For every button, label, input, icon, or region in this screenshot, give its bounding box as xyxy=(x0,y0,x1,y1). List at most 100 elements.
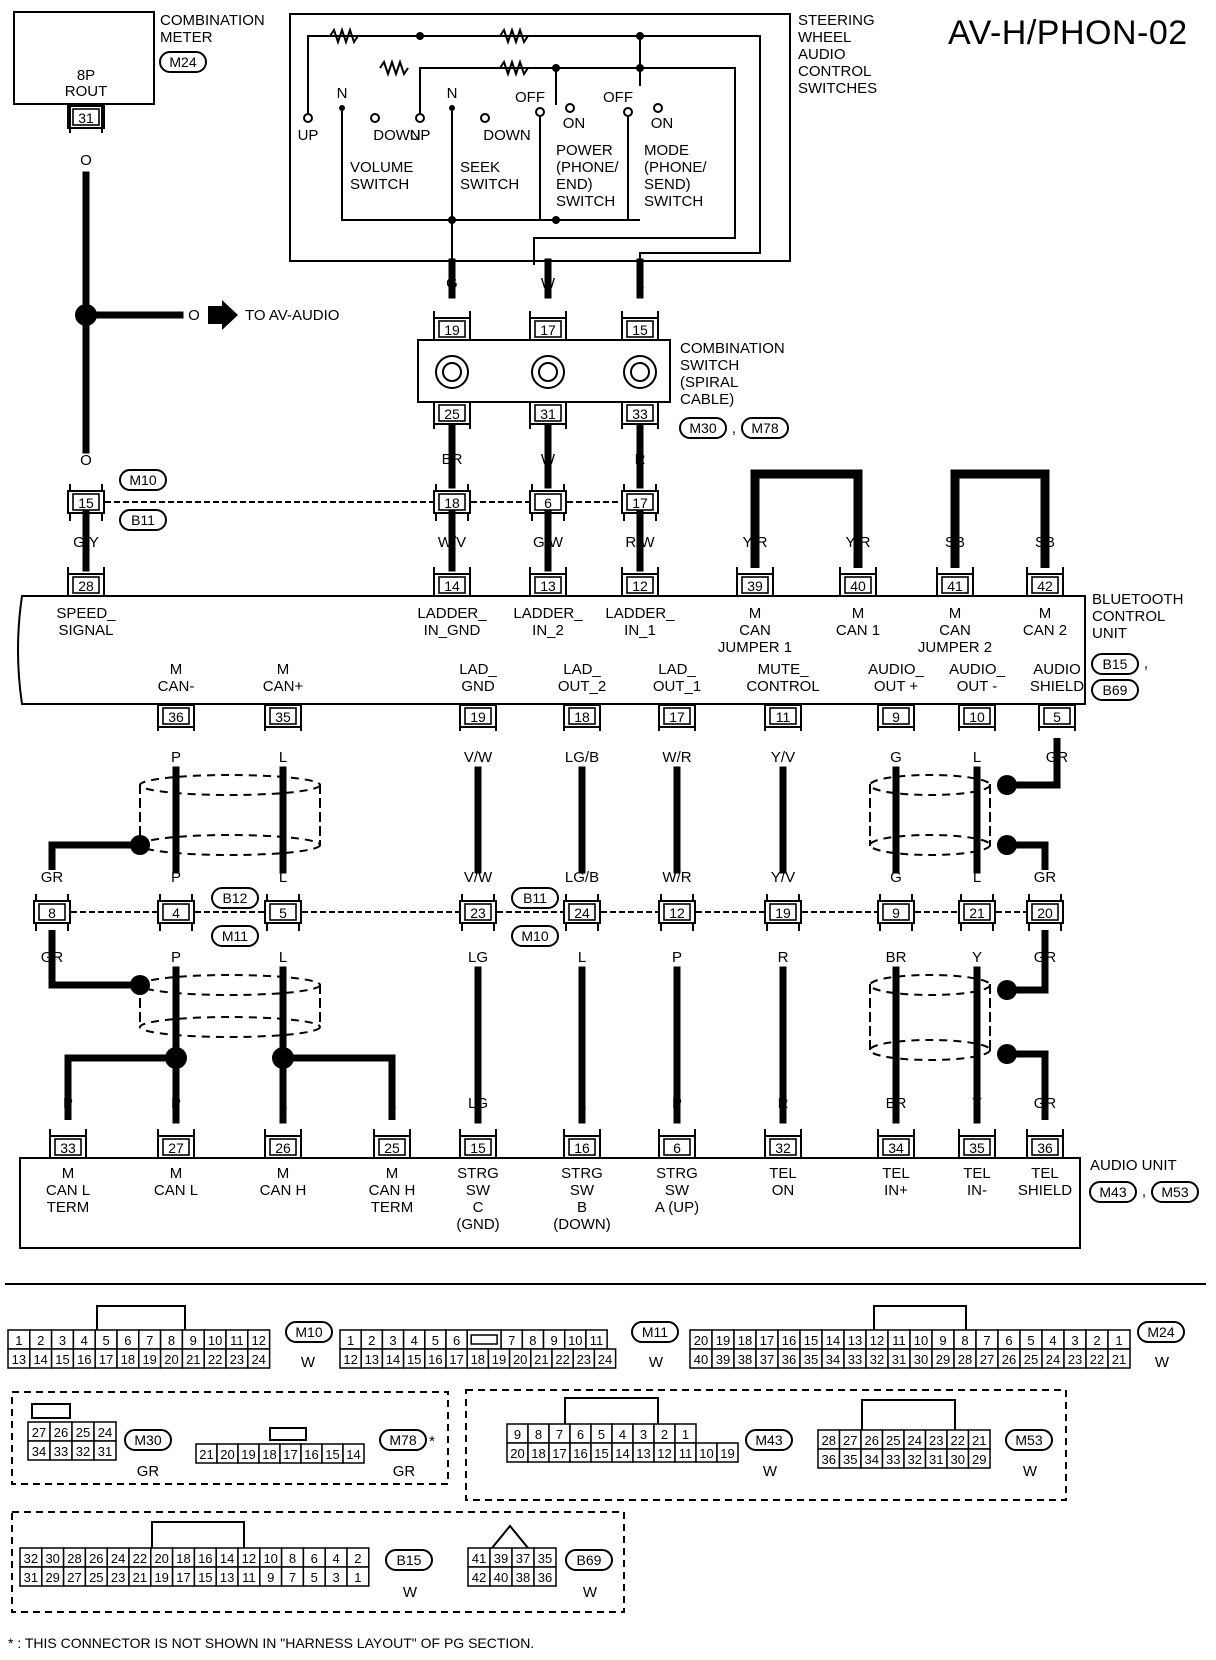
connector-id-text: M53 xyxy=(1015,1432,1042,1448)
audio-pin-name: SW xyxy=(466,1182,491,1199)
connector-cell-number: 22 xyxy=(208,1352,222,1367)
wire-color-label: L xyxy=(973,749,981,766)
wire-color-label: LG xyxy=(468,949,488,966)
audio-pin-name: TERM xyxy=(47,1199,90,1216)
connector-cell-number: 1 xyxy=(15,1333,22,1348)
switch-position-label: OFF xyxy=(603,89,633,106)
junction-pin-inner xyxy=(769,903,797,921)
bluetooth-unit-box xyxy=(17,595,1086,705)
pin-number: 18 xyxy=(574,709,590,725)
connector-cell-number: 28 xyxy=(958,1352,972,1367)
spiral-connector-id xyxy=(741,417,789,439)
connector-cell-number: 22 xyxy=(1090,1352,1104,1367)
connector-id xyxy=(1137,1321,1185,1343)
connector-cell-number: 42 xyxy=(472,1570,486,1585)
connector-cell-number: 14 xyxy=(220,1551,234,1566)
bluetooth-connector-id-text: B15 xyxy=(1103,656,1128,672)
pin-number: 12 xyxy=(632,578,648,594)
connector-cell-number: 13 xyxy=(220,1570,234,1585)
switch-contact xyxy=(565,103,575,113)
audio-pin-name: M xyxy=(386,1165,399,1182)
pin-number: 25 xyxy=(444,406,460,422)
audio-unit-label: AUDIO UNIT xyxy=(1090,1157,1177,1174)
connector-cell-number: 13 xyxy=(636,1446,650,1461)
junction-connector-id xyxy=(211,925,259,947)
connector-cell-number: 20 xyxy=(510,1446,524,1461)
connector-cell-number: 3 xyxy=(59,1333,66,1348)
pin-number: 13 xyxy=(540,578,556,594)
connector-cell-number: 19 xyxy=(492,1352,506,1367)
connector-cell-number: 19 xyxy=(720,1446,734,1461)
bluetooth-pin-name: AUDIO_ xyxy=(949,661,1006,678)
combination-switch-label: SWITCH xyxy=(680,357,739,374)
connector-cell-number: 36 xyxy=(538,1570,552,1585)
junction-pin-inner xyxy=(72,493,100,511)
audio-connector-id xyxy=(1089,1181,1137,1203)
pin-number: 36 xyxy=(168,709,184,725)
connector-cell-number: 6 xyxy=(453,1333,460,1348)
connector-cell-number: 14 xyxy=(826,1333,840,1348)
connector-cell xyxy=(1107,1348,1131,1369)
bluetooth-pin-name: CAN xyxy=(739,622,771,639)
audio-unit-pin-inner xyxy=(378,1138,406,1156)
junction-pin-inner xyxy=(38,903,66,921)
connector-cell-number: 32 xyxy=(908,1452,922,1467)
connector-cell-number: 17 xyxy=(176,1570,190,1585)
pin-number: 8 xyxy=(48,905,56,921)
combination-switch-label: (SPIRAL xyxy=(680,374,738,391)
connector-cell xyxy=(342,1443,365,1464)
meter-pin-name: ROUT xyxy=(65,83,108,100)
bluetooth-pin-name: AUDIO_ xyxy=(868,661,925,678)
wire-color-label: GR xyxy=(41,869,64,886)
bluetooth-pin-name: OUT + xyxy=(874,678,919,695)
wire-shield-drain xyxy=(1007,738,1061,789)
bluetooth-bottom-pin-inner xyxy=(162,707,190,725)
connector-cell-number: 20 xyxy=(154,1551,168,1566)
connector-cell-number: 28 xyxy=(822,1433,836,1448)
footnote-text: * : THIS CONNECTOR IS NOT SHOWN IN "HARN… xyxy=(8,1635,534,1651)
connector-color: W xyxy=(1155,1354,1170,1371)
wire-color-label: Y/V xyxy=(771,749,795,766)
pin-number: 6 xyxy=(673,1140,681,1156)
pin-number: 14 xyxy=(444,578,460,594)
wire-color-label: O xyxy=(80,152,92,169)
steering-switch-label: STEERING xyxy=(798,12,875,29)
audio-pin-name: TEL xyxy=(1031,1165,1059,1182)
connector-cell-number: 5 xyxy=(311,1570,318,1585)
connector-cell xyxy=(247,1348,271,1369)
connector-group-box xyxy=(11,1391,449,1485)
connector-cell-number: 38 xyxy=(516,1570,530,1585)
connector-cell-number: 18 xyxy=(121,1352,135,1367)
bluetooth-pin-name: OUT - xyxy=(957,678,998,695)
wire-color-label: R xyxy=(778,949,789,966)
connector-cell-number: 13 xyxy=(12,1352,26,1367)
bluetooth-pin-name: CAN xyxy=(939,622,971,639)
connector-cell-number: 1 xyxy=(347,1333,354,1348)
audio-unit-pin-inner xyxy=(54,1138,82,1156)
pin-number: 33 xyxy=(632,406,648,422)
connector-cell-number: 21 xyxy=(199,1447,213,1462)
connector-cell-number: 14 xyxy=(346,1447,360,1462)
connector-key xyxy=(470,1334,498,1345)
pin-number: 6 xyxy=(544,495,552,511)
audio-pin-name: B xyxy=(577,1199,587,1216)
connector-color: W xyxy=(649,1354,664,1371)
connector-id-text: B69 xyxy=(577,1552,602,1568)
connector-cell-number: 33 xyxy=(848,1352,862,1367)
connector-id xyxy=(1005,1429,1053,1451)
connector-cell-number: 19 xyxy=(154,1570,168,1585)
bluetooth-bottom-pin-inner xyxy=(464,707,492,725)
connector-cell-number: 8 xyxy=(535,1427,542,1442)
connector-cell-number: 36 xyxy=(782,1352,796,1367)
connector-cell-number: 29 xyxy=(936,1352,950,1367)
audio-pin-name: STRG xyxy=(457,1165,499,1182)
connector-cell-number: 15 xyxy=(325,1447,339,1462)
shield-ellipse xyxy=(869,834,991,856)
connector-id-text: M24 xyxy=(1147,1324,1174,1340)
pin-number: 5 xyxy=(279,905,287,921)
connector-cell-number: 19 xyxy=(241,1447,255,1462)
wire-color-label: SB xyxy=(945,534,965,551)
wire-color-label: BR xyxy=(886,949,907,966)
